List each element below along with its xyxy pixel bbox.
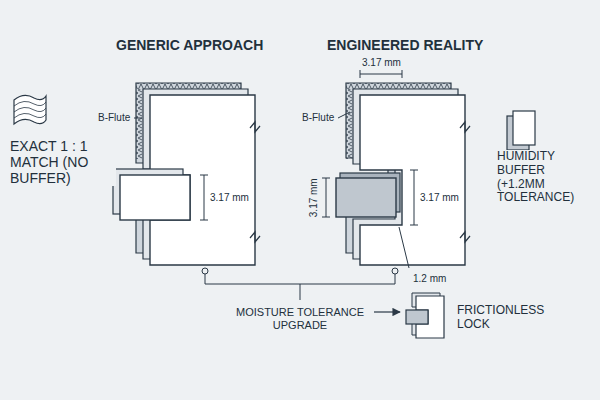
tab-panel	[120, 175, 190, 220]
bracket	[205, 274, 395, 300]
panel-heading: GENERIC APPROACH	[114, 37, 265, 53]
dimension-label: 3.17 mm	[418, 192, 461, 204]
dimension-label: 1.2 mm	[411, 273, 448, 285]
dimension-line	[322, 178, 330, 217]
flute-edge	[136, 83, 241, 89]
tab-panel	[336, 178, 396, 217]
flute-edge	[346, 89, 352, 159]
result-note: FRICTIONLESS LOCK	[455, 304, 547, 332]
flute-edge	[346, 83, 451, 89]
side-note: EXACT 1 : 1 MATCH (NO BUFFER)	[8, 138, 116, 186]
buffer-block-icon	[513, 111, 535, 145]
flute-edge	[136, 89, 142, 159]
break-mark	[460, 122, 470, 242]
break-mark	[250, 122, 260, 242]
bracket-end	[392, 268, 398, 274]
warped-sheet-lines	[14, 101, 46, 118]
leader-line	[399, 227, 409, 268]
leader-line	[338, 112, 350, 118]
dimension-line	[360, 70, 402, 78]
dimension-line	[200, 175, 208, 220]
material-label: B-Flute	[96, 112, 132, 124]
dimension-label: 3.17 mm	[360, 57, 403, 69]
side-note: HUMIDITY BUFFER (+1.2MM TOLERANCE)	[495, 150, 597, 205]
warped-sheet-icon	[14, 95, 46, 124]
upgrade-note: MOISTURE TOLERANCE UPGRADE	[227, 306, 373, 331]
leader-line	[134, 118, 142, 119]
dimension-label: 3.17 mm	[308, 176, 320, 219]
material-label: B-Flute	[300, 112, 336, 124]
lock-icon-tab	[406, 310, 428, 324]
bracket-end	[202, 268, 208, 274]
upgrade-arrow	[374, 311, 400, 312]
dimension-label: 3.17 mm	[208, 192, 251, 204]
dimension-line	[410, 170, 418, 225]
panel-heading: ENGINEERED REALITY	[325, 37, 485, 53]
